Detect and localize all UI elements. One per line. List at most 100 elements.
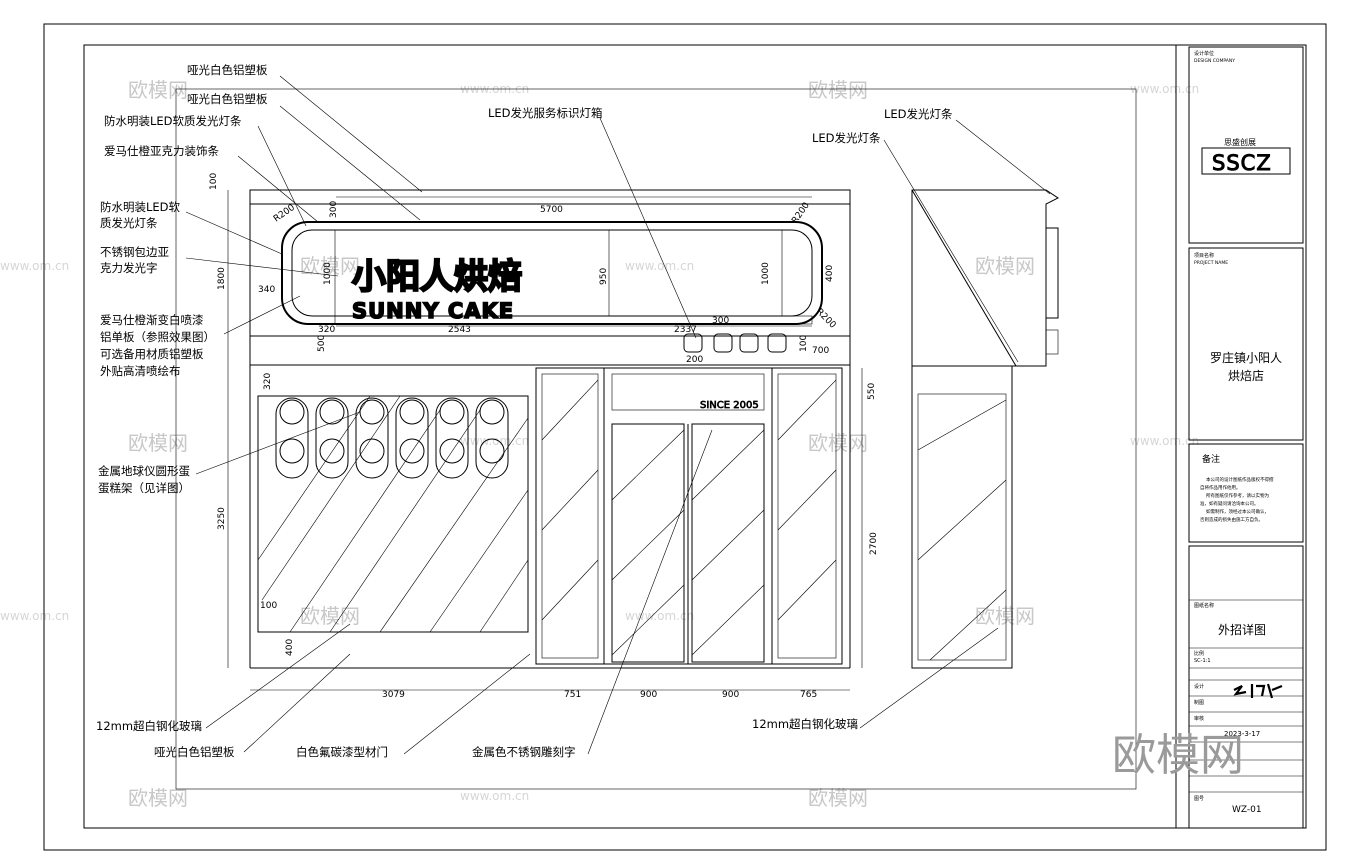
- glass-hatch: [479, 559, 529, 633]
- glass-hatch: [777, 379, 837, 441]
- dim-label: 300: [329, 201, 339, 218]
- dim-label: 751: [564, 690, 581, 700]
- drawing-title: 外招详图: [1218, 622, 1266, 637]
- globe-ball: [279, 399, 305, 425]
- side-diagonal: [911, 189, 1017, 367]
- annotations: 哑光白色铝塑板 哑光白色铝塑板 防水明装LED软质发光灯条 爱马仕橙亚克力装饰条…: [96, 63, 953, 759]
- dimension-lines: [227, 190, 863, 691]
- glass-hatch: [929, 589, 1007, 661]
- dim-label: 900: [722, 690, 739, 700]
- cake-rack: [395, 397, 429, 479]
- watermark-text: 欧模网: [300, 604, 360, 628]
- dim-label: 550: [867, 383, 877, 400]
- leader-line: [257, 125, 307, 227]
- design-unit-label: 设计单位: [1194, 50, 1214, 57]
- glass-hatch: [611, 429, 685, 501]
- globe-ball: [319, 399, 345, 425]
- watermark-text: 欧模网: [128, 431, 188, 455]
- note-steel-engraving: 金属色不锈钢雕刻字: [472, 745, 576, 759]
- leader-line: [223, 295, 301, 335]
- glass-hatch: [261, 395, 401, 601]
- notes-text: 本公司的设计图纸作品版权不得擅: [1206, 476, 1274, 483]
- project-name: 烘焙店: [1228, 368, 1264, 383]
- shop-name-cn: 小阳人烘焙: [352, 257, 522, 297]
- door-leaf-right: [691, 423, 765, 663]
- logo-cn: 思盛创展: [1224, 137, 1256, 147]
- dim-label: 320: [263, 373, 273, 390]
- leader-line: [403, 653, 531, 755]
- inner-border: [83, 44, 1307, 829]
- leader-line: [195, 411, 361, 475]
- note-tempered-glass: 12mm超白钢化玻璃: [96, 719, 202, 733]
- drafter-label: 制图: [1194, 699, 1204, 706]
- globe-ball: [359, 399, 385, 425]
- glass-inner: [777, 373, 837, 659]
- glass-hatch: [777, 469, 837, 531]
- project-name: 罗庄镇小阳人: [1210, 350, 1282, 365]
- dim-label: 700: [812, 346, 829, 356]
- leader-line: [279, 75, 423, 193]
- dim-label: 2700: [869, 532, 879, 555]
- design-company-label: DESIGN COMPANY: [1194, 58, 1235, 64]
- glass-hatch: [611, 509, 685, 581]
- watermark-url: www.om.cn: [625, 259, 694, 273]
- notes-text: 如需制作，须经过本公司确认，: [1206, 508, 1269, 515]
- check-label: 审核: [1194, 715, 1204, 722]
- dim-label: 400: [825, 265, 835, 282]
- project-label: 项目名称: [1194, 252, 1214, 259]
- project-cell: [1188, 247, 1304, 441]
- leader-line: [883, 139, 1019, 363]
- dim-label: 765: [800, 690, 817, 700]
- leader-lines: [185, 75, 1051, 755]
- watermark-layer: 欧模网 www.om.cn 欧模网 www.om.cn www.om.cn 欧模…: [0, 78, 1199, 810]
- glass-hatch: [691, 429, 765, 501]
- note-hermes-gradient-panel: 铝单板（参照效果图）: [100, 330, 215, 344]
- sheet-label: 图号: [1194, 796, 1204, 802]
- note-led-service-box: LED发光服务标识灯箱: [488, 106, 603, 120]
- leader-line: [955, 119, 1051, 195]
- watermark-text: 欧模网: [975, 254, 1035, 278]
- globe-ball: [399, 399, 425, 425]
- sign-band: [249, 203, 851, 337]
- dim-label: 950: [599, 268, 609, 285]
- glass-hatch: [329, 409, 481, 633]
- service-box: [739, 333, 759, 353]
- dim-label: 1000: [761, 262, 771, 285]
- globe-ball: [439, 438, 465, 464]
- glass-hatch: [541, 559, 599, 621]
- drawing-info-cell: [1188, 545, 1304, 829]
- globe-cake-racks: [275, 397, 509, 479]
- globe-ball: [479, 399, 505, 425]
- note-steel-acrylic-letters: 克力发光字: [100, 261, 158, 275]
- glass-hatch: [777, 559, 837, 621]
- notes-cell: [1188, 443, 1304, 543]
- side-glass-inner: [917, 393, 1007, 661]
- glass-hatch: [917, 479, 1007, 561]
- company-logo-frame: [1201, 147, 1291, 175]
- glass-hatch: [541, 379, 599, 441]
- globe-ball: [279, 438, 305, 464]
- note-waterproof-led-strip: 防水明装LED软质发光灯条: [104, 114, 242, 128]
- dim-label: 3079: [382, 690, 405, 700]
- watermark-text: 欧模网: [808, 786, 868, 810]
- leader-line: [599, 117, 697, 339]
- leader-line: [205, 623, 351, 729]
- dim-label: 100: [799, 335, 809, 352]
- dim-label: R200: [272, 203, 297, 225]
- shop-name-en: SUNNY CAKE: [352, 299, 514, 323]
- drawing-name-label: 图纸名称: [1194, 602, 1214, 609]
- outer-border: [43, 23, 1327, 851]
- globe-ball: [319, 438, 345, 464]
- dim-label: 2543: [448, 325, 471, 335]
- glass-hatch: [541, 469, 599, 531]
- note-hermes-acrylic-strip: 爱马仕橙亚克力装饰条: [104, 144, 219, 158]
- watermark-text: 欧模网: [300, 254, 360, 278]
- note-led-strip: LED发光灯条: [884, 107, 953, 121]
- dim-label: R200: [814, 307, 838, 331]
- glass-hatch: [691, 509, 765, 581]
- watermark-url: www.om.cn: [0, 259, 69, 273]
- scale-value: SC-1:1: [1194, 658, 1211, 664]
- note-matte-white-panel: 哑光白色铝塑板: [154, 745, 235, 759]
- door-transom: [611, 373, 765, 411]
